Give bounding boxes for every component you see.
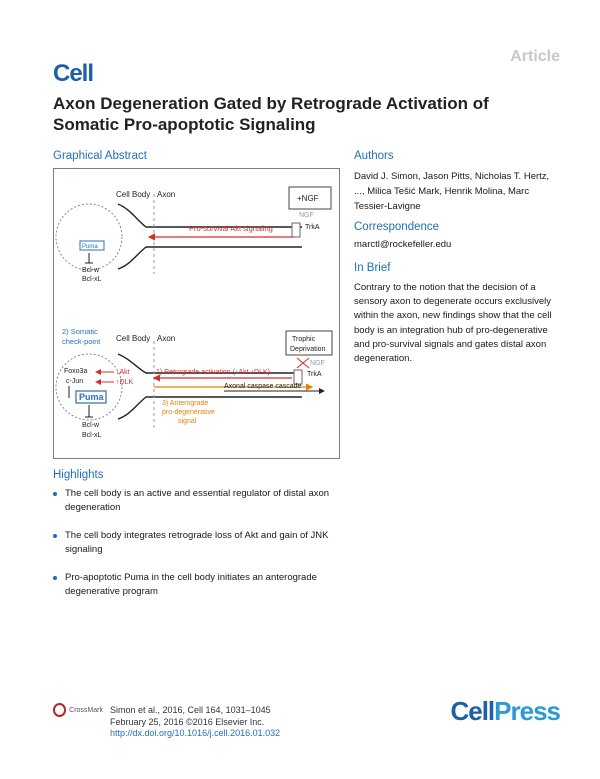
bottom-axon-label: Axon xyxy=(157,334,175,343)
highlight-text: Pro-apoptotic Puma in the cell body init… xyxy=(65,572,317,597)
top-cell-body-label: Cell Body xyxy=(116,190,150,199)
highlight-item: Pro-apoptotic Puma in the cell body init… xyxy=(53,571,343,599)
dlk-label: ↑DLK xyxy=(116,379,133,386)
highlights-heading: Highlights xyxy=(53,469,104,481)
bottom-puma-label: Puma xyxy=(79,392,105,402)
cellpress-logo-cell: Cell xyxy=(450,696,495,726)
highlight-item: The cell body is an active and essential… xyxy=(53,487,343,515)
top-condition-box xyxy=(288,186,332,210)
bottom-cell-body-shape xyxy=(55,353,123,421)
bottom-puma-box xyxy=(75,390,107,404)
correspondence-heading: Correspondence xyxy=(354,221,440,233)
bottom-cell-body-label: Cell Body xyxy=(116,334,150,343)
bullet-icon xyxy=(53,492,57,496)
doi-link[interactable]: http://dx.doi.org/10.1016/j.cell.2016.01… xyxy=(110,728,281,738)
bottom-bclxl-label: Bcl-xL xyxy=(82,432,102,439)
bottom-trka-label: TrkA xyxy=(307,371,322,378)
highlight-item: The cell body integrates retrograde loss… xyxy=(53,529,343,557)
citation-block: Simon et al., 2016, Cell 164, 1031–1045 … xyxy=(110,705,280,740)
top-axon-label: Axon xyxy=(157,190,175,199)
top-trka-label: TrkA xyxy=(305,224,320,231)
top-condition-label: +NGF xyxy=(297,194,319,203)
top-signal-label: Pro-survival Akt signaling xyxy=(189,224,273,233)
in-brief-text: Contrary to the notion that the decision… xyxy=(354,282,552,365)
ngf-removed-cross-2 xyxy=(296,357,310,369)
foxo3a-label: Foxo3a xyxy=(64,368,87,375)
citation-line-2: February 25, 2016 ©2016 Elsevier Inc. xyxy=(110,716,265,727)
checkpoint-label-2: check-point xyxy=(62,337,101,346)
retrograde-label: 1) Retrograde activation (↓Akt ↑DLK) xyxy=(156,369,270,376)
checkpoint-label-1: 2) Somatic xyxy=(62,327,98,336)
caspase-label: Axonal caspase cascade xyxy=(224,383,302,390)
authors-heading: Authors xyxy=(354,150,394,162)
bottom-panel: 2) Somatic check-point Cell Body Axon Tr… xyxy=(55,327,333,439)
bullet-icon xyxy=(53,576,57,580)
bottom-condition-label-1: Trophic xyxy=(292,336,316,343)
authors-list: David J. Simon, Jason Pitts, Nicholas T.… xyxy=(354,171,550,212)
top-axon-outline xyxy=(117,203,302,270)
bottom-condition-box xyxy=(285,330,333,356)
bottom-condition-label-2: Deprivation xyxy=(290,346,326,353)
anterograde-label-3: signal xyxy=(178,418,197,425)
journal-logo: Cell xyxy=(53,60,94,87)
highlight-text: The cell body is an active and essential… xyxy=(65,488,330,513)
anterograde-label-1: 3) Anterograde xyxy=(162,400,208,407)
highlights-list: The cell body is an active and essential… xyxy=(53,487,343,613)
cjun-label: c-Jun xyxy=(66,378,83,385)
bottom-axon-outline xyxy=(117,353,302,420)
top-bclw-label: Bcl-w xyxy=(82,267,100,274)
graphical-abstract-figure: Cell Body Axon +NGF NGF TrkA Pro-surviva… xyxy=(53,168,340,459)
top-trka-receptor-icon xyxy=(291,222,301,238)
bottom-ngf-label: NGF xyxy=(310,360,325,367)
correspondence-email[interactable]: marctl@rockefeller.edu xyxy=(354,239,452,250)
bullet-icon xyxy=(53,534,57,538)
cellpress-logo: CellPress xyxy=(450,696,561,727)
cellpress-logo-press: Press xyxy=(494,696,561,726)
bottom-trka-receptor-icon xyxy=(293,369,303,385)
crossmark-icon xyxy=(53,703,67,717)
in-brief-heading: In Brief xyxy=(354,262,391,274)
top-cell-body-shape xyxy=(55,203,123,271)
akt-label: ↓Akt xyxy=(116,369,130,376)
top-ngf-label: NGF xyxy=(299,212,314,219)
crossmark-label: CrossMark xyxy=(69,706,103,714)
anterograde-label-2: pro-degenerative xyxy=(162,409,215,416)
graphical-abstract-diagram: Cell Body Axon +NGF NGF TrkA Pro-surviva… xyxy=(55,186,333,439)
top-puma-box xyxy=(79,240,105,251)
top-panel: Cell Body Axon +NGF NGF TrkA Pro-surviva… xyxy=(55,186,332,283)
highlight-text: The cell body integrates retrograde loss… xyxy=(65,530,329,555)
bottom-bclw-label: Bcl-w xyxy=(82,422,100,429)
top-puma-label: Puma xyxy=(82,244,98,250)
graphical-abstract-heading: Graphical Abstract xyxy=(53,150,147,162)
crossmark-badge[interactable]: CrossMark xyxy=(53,703,103,717)
article-type-label: Article xyxy=(510,48,560,65)
citation-line-1: Simon et al., 2016, Cell 164, 1031–1045 xyxy=(110,705,271,715)
top-bclxl-label: Bcl-xL xyxy=(82,276,102,283)
article-title: Axon Degeneration Gated by Retrograde Ac… xyxy=(53,94,489,134)
